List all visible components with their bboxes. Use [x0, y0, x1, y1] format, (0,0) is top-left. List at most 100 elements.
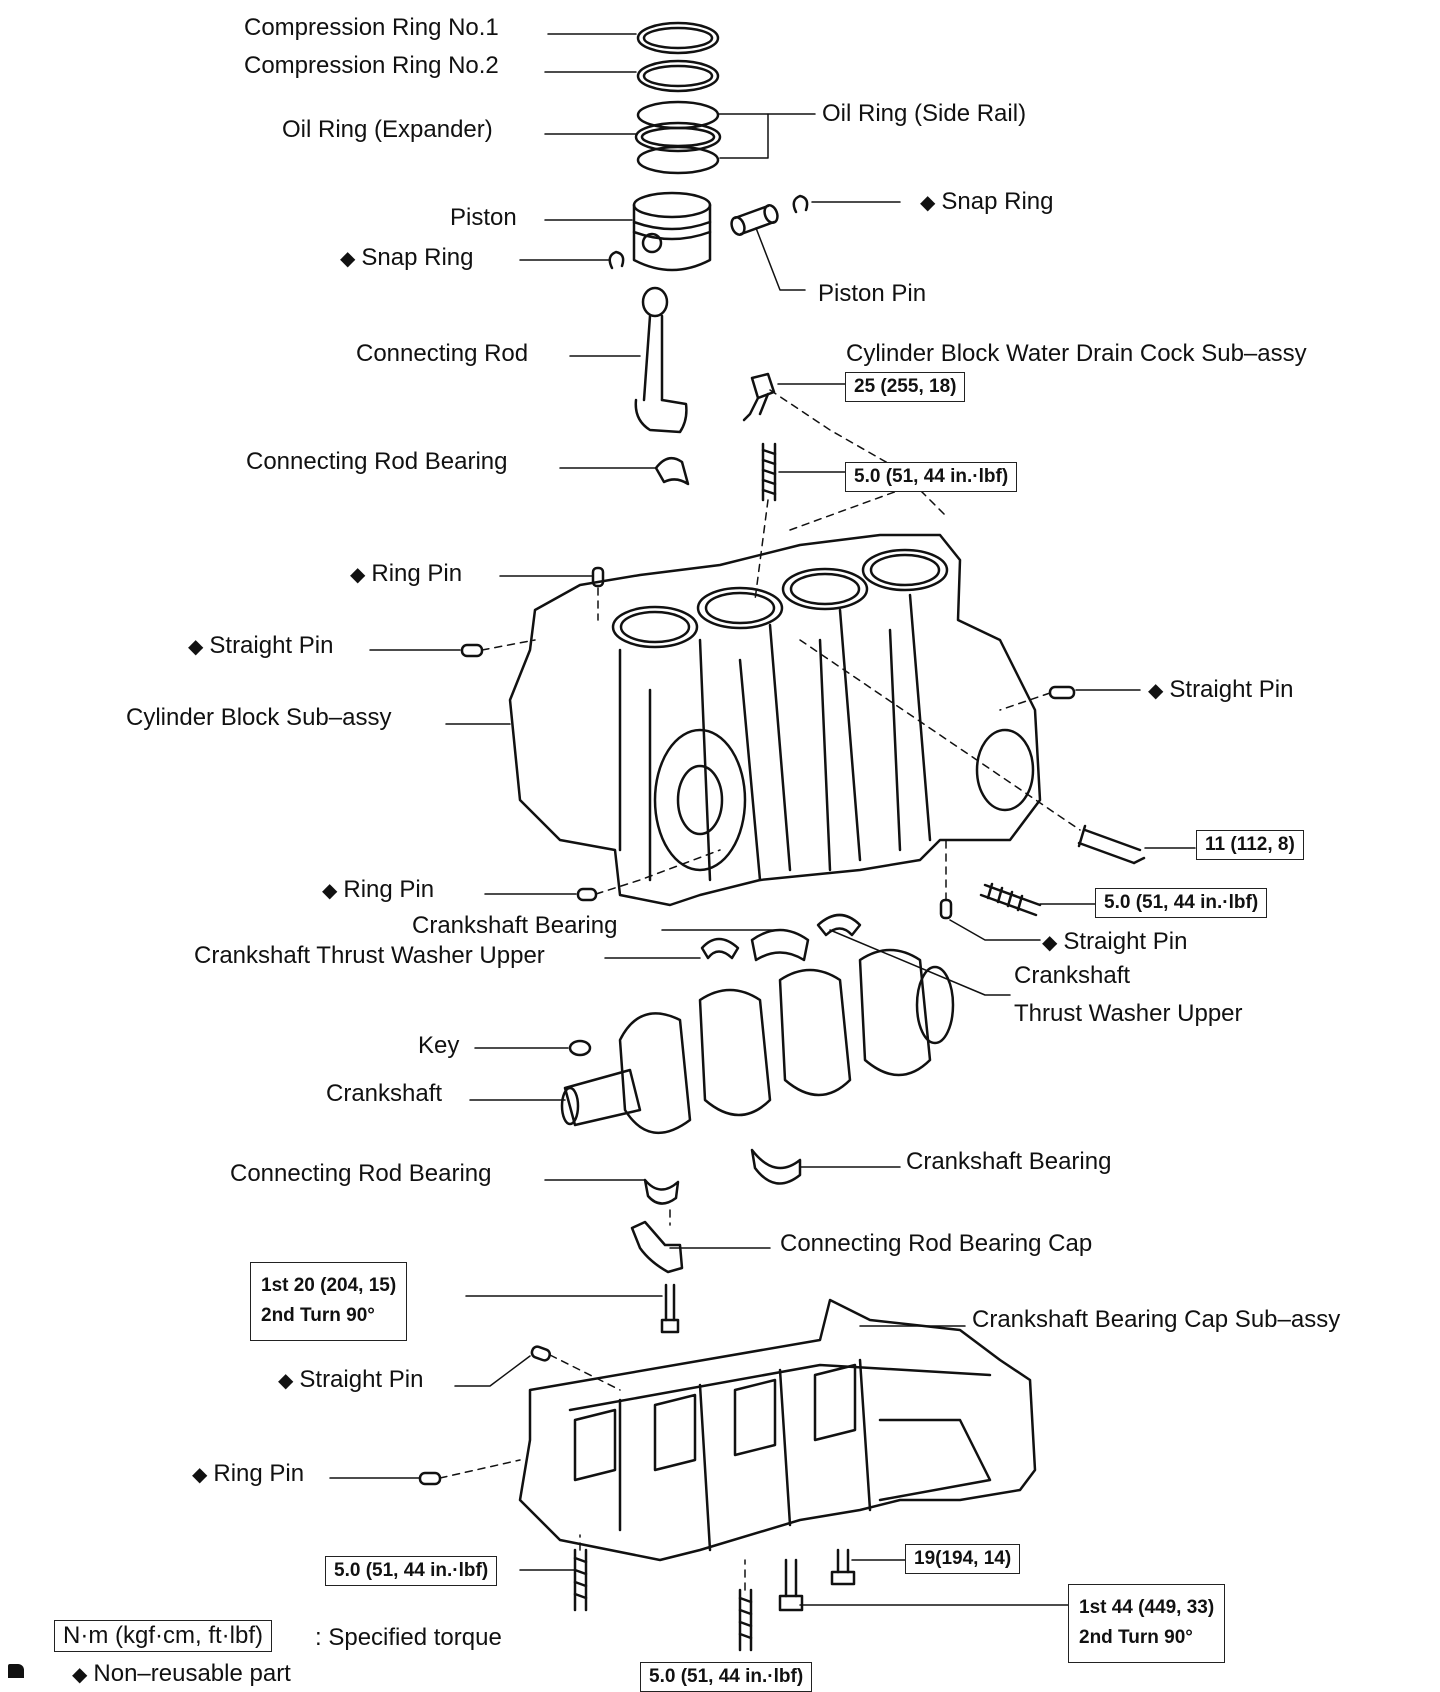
label-compression-ring-1: Compression Ring No.1 [244, 14, 499, 41]
crank-bearing-1-icon [750, 928, 810, 962]
torque-cap-bolt-1: 1st 20 (204, 15) [261, 1275, 397, 1296]
piston-pin-icon [730, 204, 779, 236]
crankshaft-bearing-cap-icon [518, 1298, 1037, 1562]
torque-stud-top: 5.0 (51, 44 in.·lbf) [845, 462, 1018, 492]
diamond-icon: ◆ [322, 880, 338, 902]
oil-ring-set-icon [634, 100, 722, 175]
ring-pin-1-icon [591, 566, 605, 588]
torque-drain-cock: 25 (255, 18) [845, 372, 966, 402]
label-key: Key [418, 1032, 460, 1059]
label-ring-pin-2: ◆Ring Pin [322, 878, 434, 902]
label-thrust-washer-right-2: Thrust Washer Upper [1014, 1000, 1243, 1027]
torque-bolt-19: 19(194, 14) [905, 1544, 1021, 1574]
label-piston: Piston [450, 204, 517, 231]
label-con-rod-bearing-2: Connecting Rod Bearing [230, 1160, 492, 1187]
label-thrust-washer-right-1: Crankshaft [1014, 962, 1131, 989]
torque-main-bolt-2: 2nd Turn 90° [1079, 1627, 1193, 1649]
plug-right-icon [1077, 824, 1146, 865]
thrust-washer-left-icon [700, 937, 740, 960]
torque-cap-bolt-2: 2nd Turn 90° [261, 1305, 375, 1327]
snap-ring-left-icon [608, 250, 625, 270]
diamond-icon: ◆ [188, 636, 204, 658]
ring-pin-3-text: Ring Pin [213, 1460, 305, 1487]
label-straight-pin-3: ◆Straight Pin [278, 1368, 423, 1392]
drain-cock-icon [742, 372, 776, 422]
thrust-washer-right-icon [816, 913, 862, 937]
legend-nonreusable: ◆Non–reusable part [72, 1662, 291, 1686]
stud-right-icon [979, 882, 1042, 917]
torque-stud-bottom: 5.0 (51, 44 in.·lbf) [640, 1662, 813, 1692]
diamond-icon: ◆ [340, 248, 356, 270]
straight-pin-2-text: Straight Pin [1063, 928, 1188, 955]
connecting-rod-icon [634, 286, 688, 434]
crankshaft-icon [560, 948, 955, 1135]
stud-top-icon [761, 442, 777, 502]
bolt-19-icon [830, 1548, 856, 1586]
ring-pin-2-icon [576, 887, 598, 902]
torque-stud-bottom-left: 5.0 (51, 44 in.·lbf) [325, 1556, 498, 1586]
compression-ring-2-icon [636, 59, 720, 93]
straight-pin-3-icon [530, 1345, 552, 1362]
label-cylinder-block: Cylinder Block Sub–assy [126, 704, 392, 731]
torque-stud-right: 5.0 (51, 44 in.·lbf) [1095, 888, 1268, 918]
stud-bl-icon [573, 1548, 588, 1612]
label-snap-ring-left: ◆Snap Ring [340, 246, 473, 270]
straight-pin-right-icon [1048, 685, 1076, 700]
label-crankshaft-bearing-2: Crankshaft Bearing [906, 1148, 1112, 1175]
legend-unit-box: N·m (kgf·cm, ft·lbf) [54, 1620, 272, 1652]
straight-pin-right-text: Straight Pin [1169, 676, 1294, 703]
piston-icon [632, 191, 712, 272]
label-straight-pin-2: ◆Straight Pin [1042, 930, 1187, 954]
diamond-icon: ◆ [1042, 932, 1058, 954]
torque-main-bolt-1: 1st 44 (449, 33) [1079, 1597, 1215, 1618]
label-straight-pin-right: ◆Straight Pin [1148, 678, 1293, 702]
label-crankshaft: Crankshaft [326, 1080, 443, 1107]
label-snap-ring-right: ◆Snap Ring [920, 190, 1053, 214]
label-crankshaft-bearing-1: Crankshaft Bearing [412, 912, 618, 939]
main-bolt-icon [778, 1558, 804, 1612]
straight-pin-2-icon [939, 898, 953, 920]
crank-bearing-2-icon [750, 1148, 802, 1185]
label-straight-pin-1: ◆Straight Pin [188, 634, 333, 658]
straight-pin-1-text: Straight Pin [209, 632, 334, 659]
diamond-icon: ◆ [920, 192, 936, 214]
con-rod-cap-icon [630, 1220, 684, 1274]
diamond-icon: ◆ [1148, 680, 1164, 702]
key-icon [568, 1039, 592, 1057]
leader-lines [329, 33, 1196, 1606]
stud-bottom-icon [738, 1588, 753, 1652]
label-oil-ring-side-rail: Oil Ring (Side Rail) [822, 100, 1027, 127]
label-crankshaft-bearing-cap: Crankshaft Bearing Cap Sub–assy [972, 1306, 1341, 1333]
cap-bolt-icon [660, 1283, 680, 1334]
cylinder-block-icon [508, 533, 1042, 907]
snap-ring-left-text: Snap Ring [361, 244, 474, 271]
legend-torque-text: : Specified torque [315, 1624, 502, 1651]
label-ring-pin-3: ◆Ring Pin [192, 1462, 304, 1486]
label-drain-cock: Cylinder Block Water Drain Cock Sub–assy [846, 340, 1307, 367]
label-con-rod-bearing-1: Connecting Rod Bearing [246, 448, 508, 475]
ring-pin-3-icon [418, 1471, 442, 1486]
label-thrust-washer-left: Crankshaft Thrust Washer Upper [194, 942, 545, 969]
diamond-icon: ◆ [192, 1464, 208, 1486]
diamond-icon: ◆ [278, 1370, 294, 1392]
ring-pin-2-text: Ring Pin [343, 876, 435, 903]
torque-cap-bolt: 1st 20 (204, 15) 2nd Turn 90° [250, 1262, 408, 1341]
label-connecting-rod: Connecting Rod [356, 340, 529, 367]
diamond-icon: ◆ [350, 564, 366, 586]
label-oil-ring-expander: Oil Ring (Expander) [282, 116, 493, 143]
ring-pin-1-text: Ring Pin [371, 560, 463, 587]
con-rod-bearing-1-icon [654, 456, 690, 486]
label-compression-ring-2: Compression Ring No.2 [244, 52, 499, 79]
snap-ring-right-icon [792, 194, 809, 214]
assembly-lines [439, 389, 1081, 1591]
legend-nonreusable-text: Non–reusable part [93, 1660, 291, 1687]
label-con-rod-cap: Connecting Rod Bearing Cap [780, 1230, 1093, 1257]
straight-pin-1-icon [460, 643, 484, 658]
torque-main-bolt: 1st 44 (449, 33) 2nd Turn 90° [1068, 1584, 1226, 1663]
straight-pin-3-text: Straight Pin [299, 1366, 424, 1393]
label-piston-pin: Piston Pin [818, 280, 927, 307]
compression-ring-1-icon [636, 21, 720, 55]
label-ring-pin-1: ◆Ring Pin [350, 562, 462, 586]
diamond-icon: ◆ [72, 1664, 88, 1686]
